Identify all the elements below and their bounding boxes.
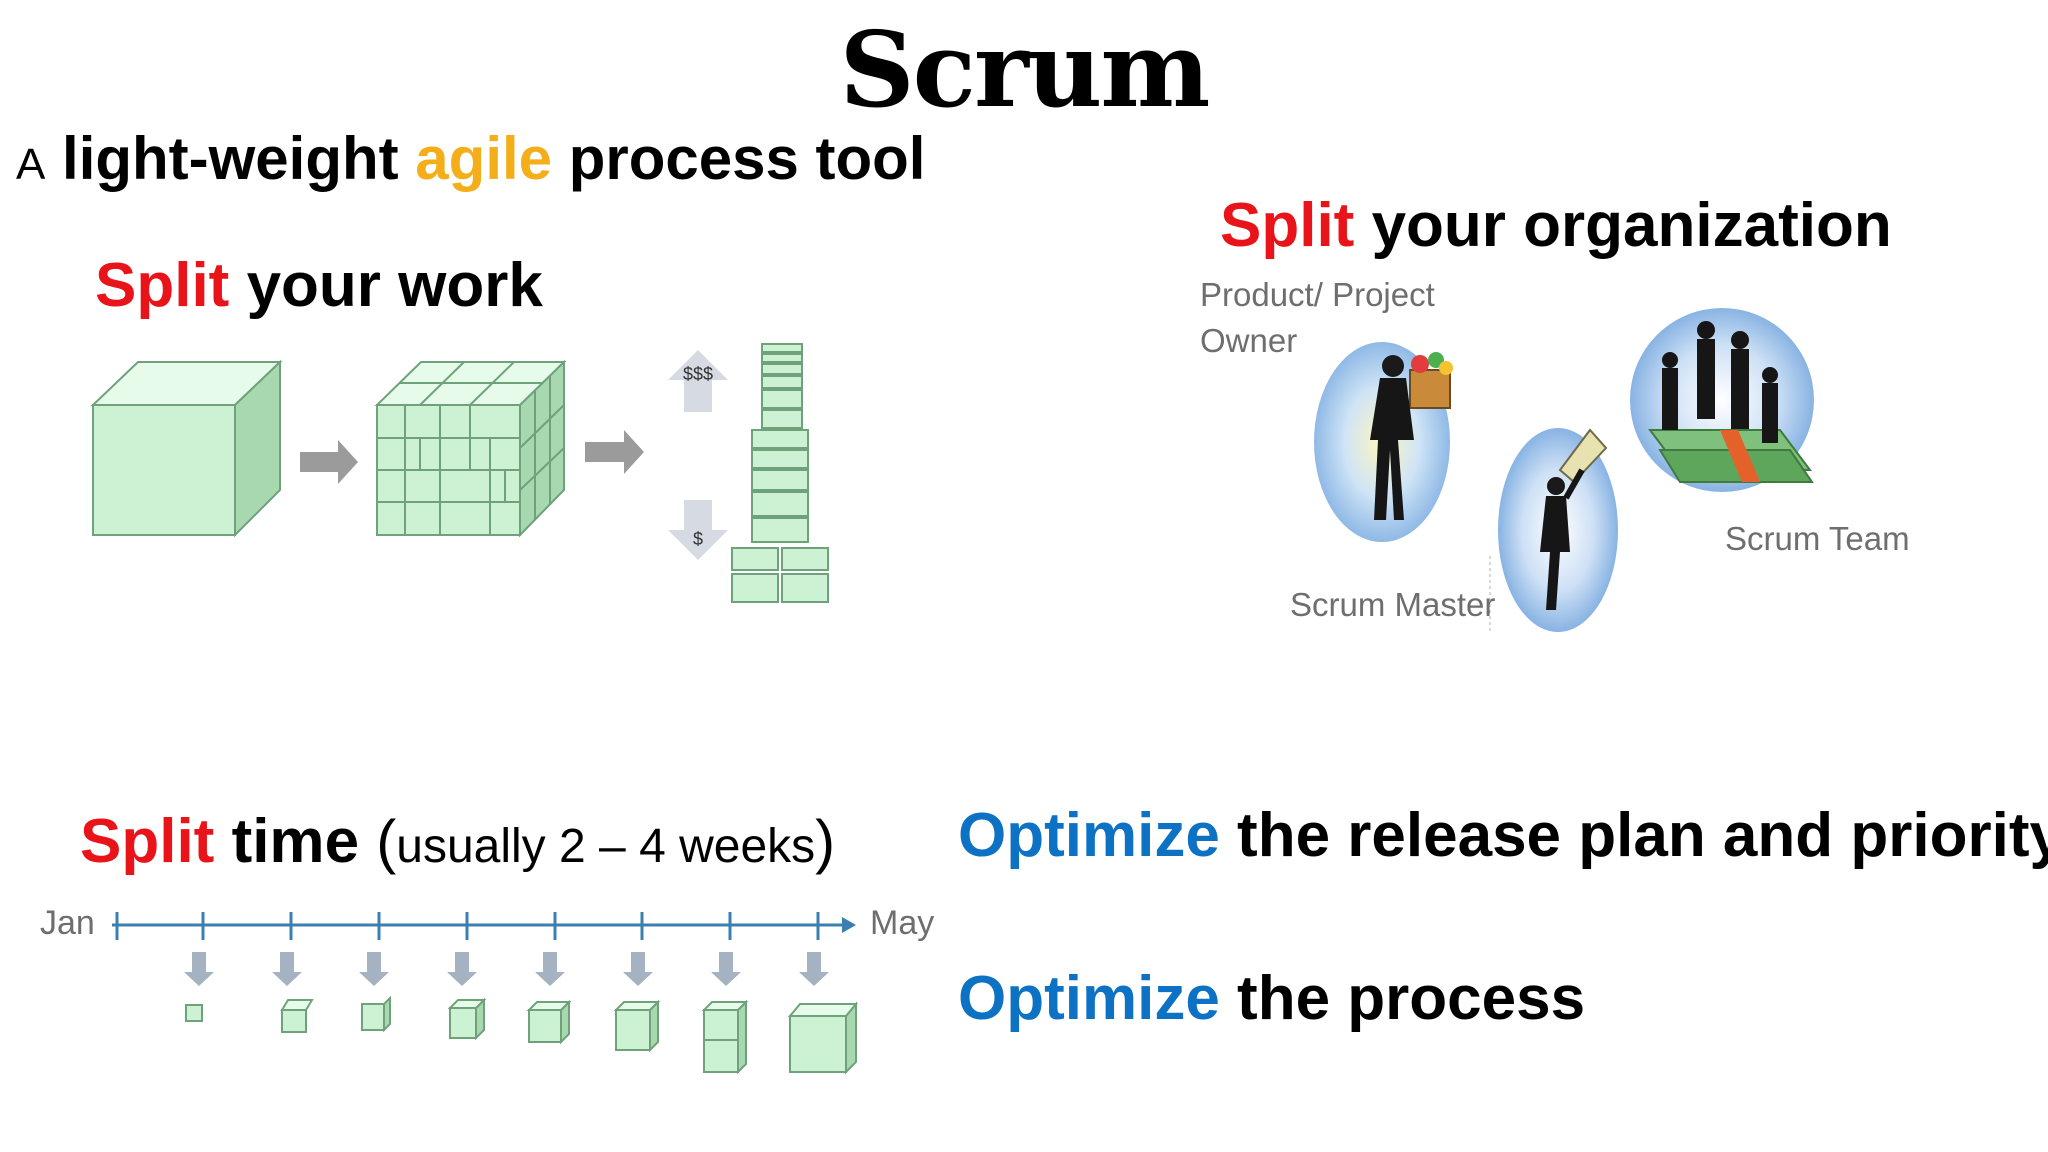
arrow-up-icon — [668, 350, 728, 412]
split-time-heading: Split time (usually 2 – 4 weeks) — [80, 806, 835, 877]
slide-title: Scrum — [839, 8, 1211, 131]
whole-cube — [90, 359, 283, 538]
sprint-arrows — [184, 952, 829, 986]
sprint-increments — [185, 995, 859, 1075]
scrum-team-illustration — [1630, 308, 1814, 492]
split-time-rest: time — [231, 807, 360, 876]
timeline-end-label: May — [870, 904, 935, 942]
owner-label-line2: Owner — [1200, 322, 1298, 359]
low-value-label: $ — [693, 529, 703, 549]
paren-close: ) — [815, 808, 836, 875]
scrum-master-illustration — [1489, 428, 1618, 632]
scrum-team-label: Scrum Team — [1725, 520, 1910, 557]
split-time-accent: Split — [80, 807, 215, 876]
optimize-release-rest: the release plan and priority — [1237, 801, 2048, 870]
paren-open: ( — [376, 808, 397, 875]
subtitle-part1: light-weight — [62, 125, 399, 192]
product-owner-illustration — [1314, 342, 1453, 542]
split-work-rest: your work — [246, 251, 543, 320]
slide-subtitle: A light-weight agile process tool — [16, 124, 925, 193]
timeline-start-label: Jan — [40, 904, 95, 942]
high-value-label: $$$ — [683, 364, 713, 384]
split-work-accent: Split — [95, 251, 230, 320]
split-work-heading: Split your work — [95, 250, 543, 321]
owner-label-line1: Product/ Project — [1200, 276, 1435, 313]
optimize-release-heading: Optimize the release plan and priority — [958, 800, 2048, 871]
subtitle-accent: agile — [415, 125, 553, 192]
subtitle-part2: process tool — [568, 125, 926, 192]
timeline-axis — [112, 912, 856, 940]
arrow-right-icon — [300, 440, 358, 484]
split-org-heading: Split your organization — [1220, 190, 1892, 261]
optimize-process-heading: Optimize the process — [958, 963, 1585, 1034]
split-org-accent: Split — [1220, 191, 1355, 260]
scrum-master-label: Scrum Master — [1290, 586, 1496, 623]
split-time-note: usually 2 – 4 weeks — [396, 820, 816, 873]
arrow-right-icon — [585, 430, 644, 474]
split-cube — [374, 359, 567, 538]
subtitle-prefix: A — [16, 140, 46, 189]
optimize-release-accent: Optimize — [958, 801, 1220, 870]
arrow-down-icon — [668, 500, 728, 560]
prioritized-block-stack — [731, 343, 829, 603]
optimize-process-accent: Optimize — [958, 964, 1220, 1033]
optimize-process-rest: the process — [1237, 964, 1586, 1033]
split-org-rest: your organization — [1371, 191, 1892, 260]
